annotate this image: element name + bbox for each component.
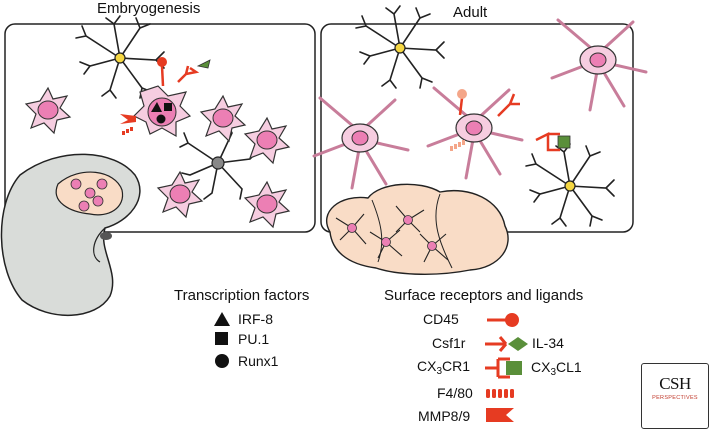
tf-label-irf8: IRF-8 bbox=[238, 311, 273, 327]
adult-title: Adult bbox=[453, 4, 488, 21]
circle-icon bbox=[215, 354, 229, 368]
mmp-symbol bbox=[486, 408, 514, 422]
triangle-icon bbox=[214, 312, 230, 326]
tf-label-runx1: Runx1 bbox=[238, 353, 279, 369]
cd45-label: CD45 bbox=[423, 311, 459, 327]
cd45-symbol bbox=[487, 313, 519, 327]
csf1r-symbol bbox=[485, 336, 528, 352]
embryo-title: Embryogenesis bbox=[97, 0, 201, 17]
adult-brain bbox=[326, 183, 509, 275]
tf-label-pu1: PU.1 bbox=[238, 331, 270, 347]
receptor-symbols bbox=[485, 313, 528, 422]
square-icon bbox=[215, 332, 228, 345]
tf-symbols bbox=[214, 312, 230, 368]
central-microglia bbox=[120, 57, 211, 138]
cx3cl1-label: CX3CL1 bbox=[531, 359, 582, 378]
logo-sub-text: PERSPECTIVES bbox=[652, 395, 698, 401]
embryo-illustration bbox=[0, 153, 141, 317]
il34-label: IL-34 bbox=[532, 335, 564, 351]
sr-legend-title: Surface receptors and ligands bbox=[384, 287, 584, 304]
f480-symbol bbox=[486, 389, 514, 398]
csh-perspectives-logo: CSH PERSPECTIVES bbox=[641, 363, 709, 429]
adult-receptors bbox=[450, 89, 571, 152]
tf-legend-title: Transcription factors bbox=[174, 287, 310, 304]
cx3cr1-symbol bbox=[485, 357, 522, 379]
cx3cr1-label: CX3CR1 bbox=[417, 358, 471, 377]
f480-label: F4/80 bbox=[437, 385, 473, 401]
mmp-label: MMP8/9 bbox=[418, 408, 471, 424]
logo-main-text: CSH bbox=[659, 374, 691, 393]
csf1r-label: Csf1r bbox=[432, 335, 466, 351]
